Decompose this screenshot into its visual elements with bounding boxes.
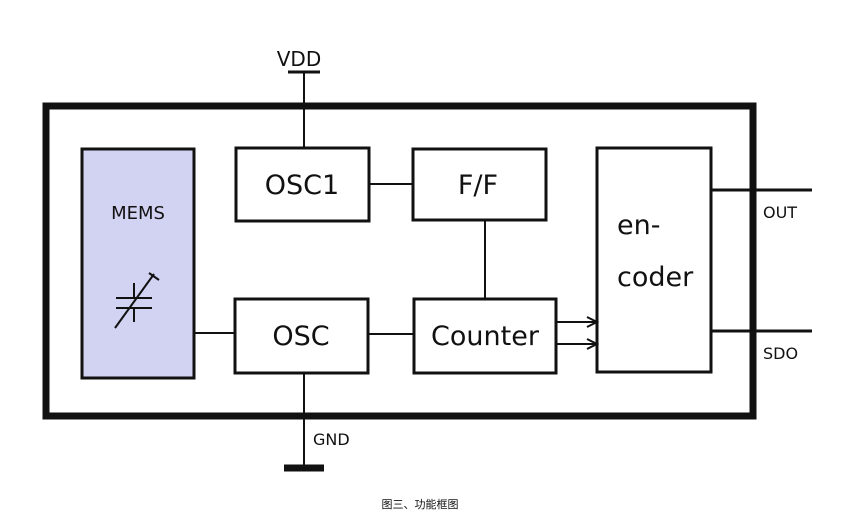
osc-label: OSC [272,321,329,352]
osc1-block [234,146,371,223]
osc1-label: OSC1 [265,170,339,201]
ff-block [411,147,548,222]
counter-block [412,297,558,375]
out-label: OUT [763,203,797,222]
encoder-block [595,146,713,374]
figure-caption: 图三、功能框图 [382,497,459,511]
encoder-label-line2: coder [617,262,694,293]
sdo-label: SDO [763,344,798,363]
vdd-label: VDD [277,47,321,71]
counter-label: Counter [431,321,540,352]
gnd-label: GND [313,430,350,449]
variable-capacitor-icon [114,272,160,329]
mems-label: MEMS [111,203,165,224]
encoder-label-line1: en- [617,210,660,241]
chip-outline [42,102,757,420]
counter-to-encoder-arrows [556,316,600,350]
mems-block [80,147,196,380]
ff-label: F/F [458,170,498,201]
osc-block [233,297,370,375]
